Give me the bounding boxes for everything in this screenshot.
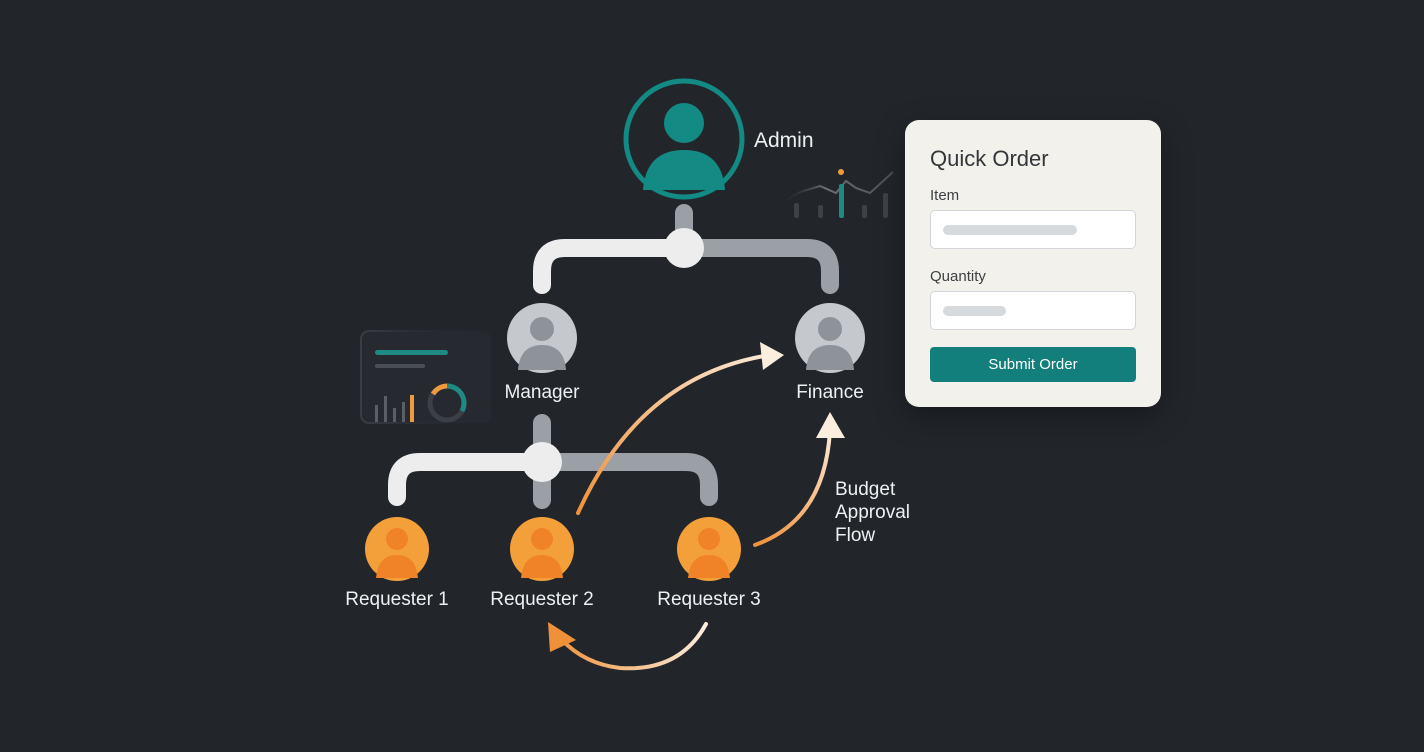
finance-avatar[interactable] xyxy=(795,303,865,373)
quantity-placeholder-bar xyxy=(943,306,1006,316)
admin-connectors xyxy=(533,204,839,294)
manager-connectors xyxy=(388,414,718,509)
quick-order-title: Quick Order xyxy=(930,146,1049,171)
user-icon xyxy=(688,528,730,578)
arrow-requester3-to-requester2 xyxy=(548,622,708,671)
arrow-icon xyxy=(760,342,784,370)
manager-avatar[interactable] xyxy=(507,303,577,373)
quantity-label: Quantity xyxy=(930,268,986,285)
user-icon xyxy=(521,528,563,578)
user-icon xyxy=(806,317,854,370)
requester-1-label: Requester 1 xyxy=(345,589,449,610)
item-placeholder-bar xyxy=(943,225,1077,235)
flow-label-line: Flow xyxy=(835,525,876,546)
sparkline-icon xyxy=(777,169,894,218)
item-input[interactable] xyxy=(930,210,1136,249)
user-icon xyxy=(643,103,725,190)
flow-label-line: Budget xyxy=(835,479,896,500)
user-icon xyxy=(376,528,418,578)
arrow-icon xyxy=(548,622,576,652)
manager-label: Manager xyxy=(504,382,580,403)
arrow-requester3-to-finance xyxy=(753,412,845,547)
budget-approval-flow-label: Budget Approval Flow xyxy=(835,478,910,547)
finance-label: Finance xyxy=(796,382,864,403)
arrow-requester2-to-finance xyxy=(576,342,784,515)
user-icon xyxy=(518,317,566,370)
requester-3-label: Requester 3 xyxy=(657,589,761,610)
donut-chart-icon xyxy=(427,383,467,423)
quick-order-card: Quick Order Item Quantity Submit Order xyxy=(905,120,1161,407)
quantity-input[interactable] xyxy=(930,291,1136,330)
bar-chart-icon xyxy=(375,395,414,422)
flow-label-line: Approval xyxy=(835,502,910,523)
arrow-icon xyxy=(816,412,845,438)
admin-avatar[interactable] xyxy=(623,78,745,200)
admin-label: Admin xyxy=(754,129,814,152)
requester-1-avatar[interactable] xyxy=(365,517,429,581)
item-label: Item xyxy=(930,187,960,204)
dashboard-widget xyxy=(360,330,492,424)
requester-2-label: Requester 2 xyxy=(490,589,594,610)
submit-order-button[interactable]: Submit Order xyxy=(930,347,1136,382)
requester-3-avatar[interactable] xyxy=(677,517,741,581)
requester-2-avatar[interactable] xyxy=(510,517,574,581)
